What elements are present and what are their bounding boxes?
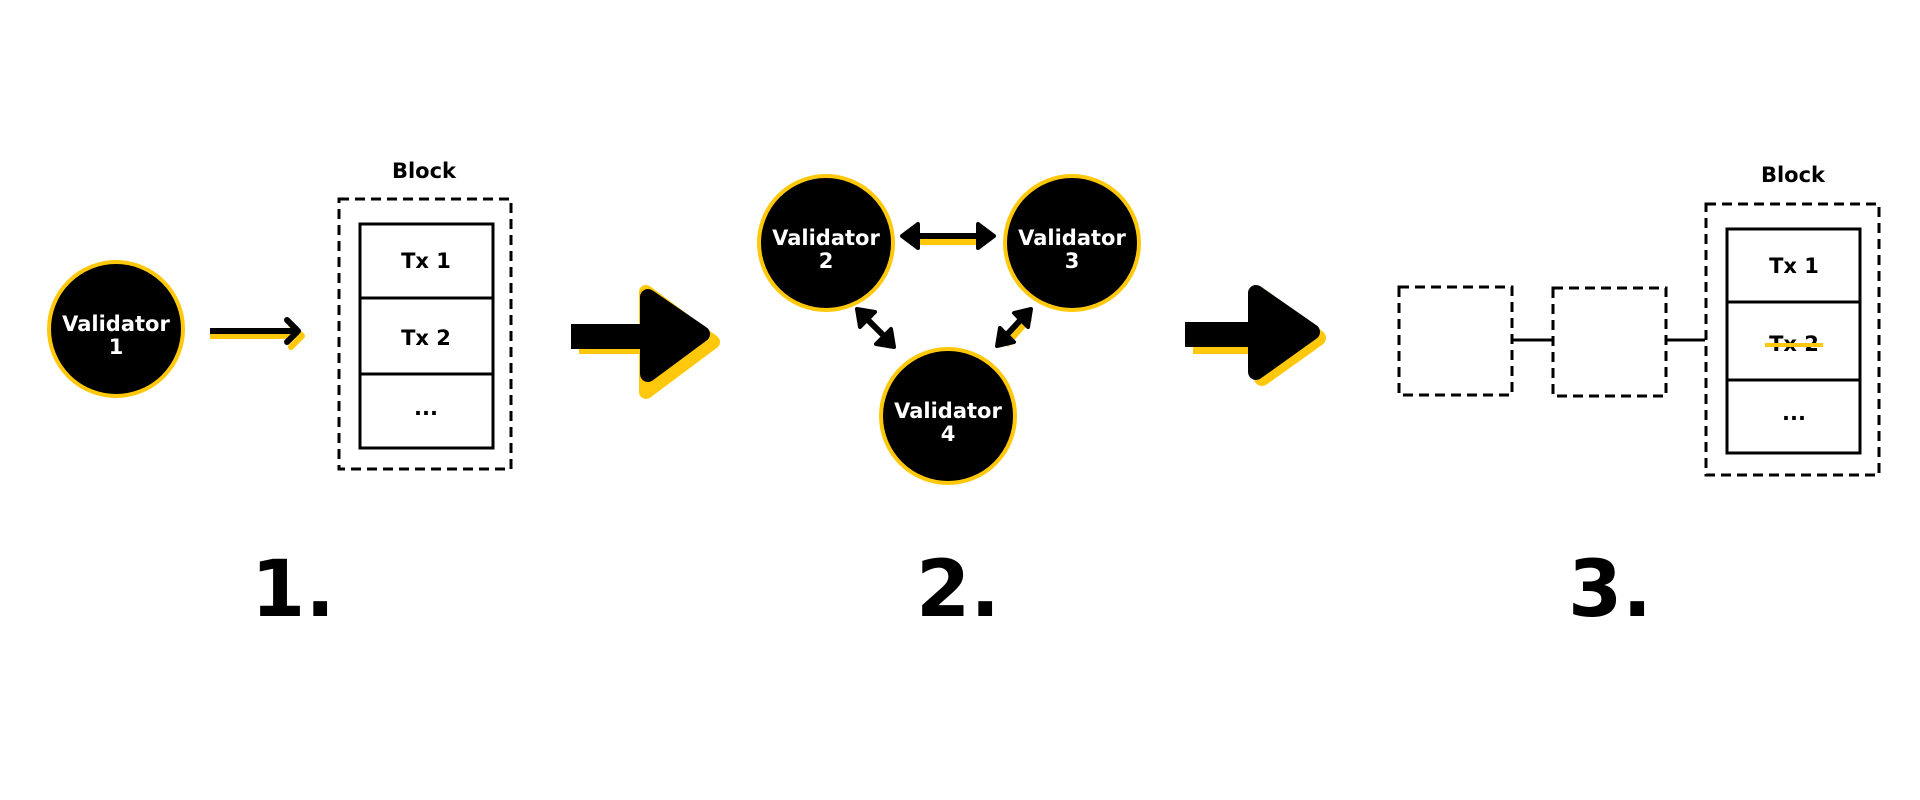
big-arrow-1-icon [571, 285, 720, 399]
block-3-dashed-border [1704, 202, 1881, 477]
block-3: Block Tx 1 Tx 2 ... [1704, 163, 1881, 477]
block-1-tx-list [358, 222, 495, 450]
block-1-tx-1: Tx 1 [401, 249, 451, 273]
validator-1-number: 1 [109, 335, 124, 359]
link-2-4-double-arrow-icon [855, 307, 896, 349]
chain-block-2 [1551, 286, 1668, 398]
validator-3-label: Validator [1018, 226, 1126, 250]
step-2-number: 2. [916, 545, 1000, 635]
step-1-number: 1. [251, 545, 335, 635]
step-2-group: Validator 2 Validator 3 Validator 4 2. [757, 174, 1141, 635]
step-1-group: Validator 1 Block Tx 1 Tx 2 ... 1. [47, 159, 513, 635]
link-2-3-double-arrow-icon [900, 222, 996, 250]
block-1-title: Block [392, 159, 457, 183]
block-1-tx-2: Tx 2 [401, 326, 451, 350]
chain-block-1 [1397, 285, 1514, 397]
block-1: Block Tx 1 Tx 2 ... [337, 159, 513, 471]
validator-4-label: Validator [894, 399, 1002, 423]
link-3-4-double-arrow-icon [995, 307, 1033, 348]
block-3-tx-ellipsis: ... [1782, 401, 1806, 425]
validator-1-label: Validator [62, 312, 170, 336]
validator-4-number: 4 [941, 422, 956, 446]
block-1-tx-ellipsis: ... [414, 396, 438, 420]
submit-arrow-icon [210, 317, 305, 350]
validator-3-number: 3 [1065, 249, 1080, 273]
block-1-dashed-border [337, 197, 513, 471]
validator-3-node: Validator 3 [1003, 174, 1141, 312]
step-3-number: 3. [1568, 545, 1652, 635]
validator-2-node: Validator 2 [757, 174, 895, 312]
validator-2-label: Validator [772, 226, 880, 250]
block-3-tx-list [1725, 227, 1862, 455]
validator-1-node: Validator 1 [47, 260, 185, 398]
block-3-title: Block [1761, 163, 1826, 187]
big-arrow-2-icon [1185, 285, 1326, 386]
chain-previous-blocks [1397, 285, 1705, 398]
validator-4-node: Validator 4 [879, 347, 1017, 485]
block-3-tx-1: Tx 1 [1769, 254, 1819, 278]
step-3-group: Block Tx 1 Tx 2 ... 3. [1397, 163, 1881, 635]
validator-2-number: 2 [819, 249, 834, 273]
